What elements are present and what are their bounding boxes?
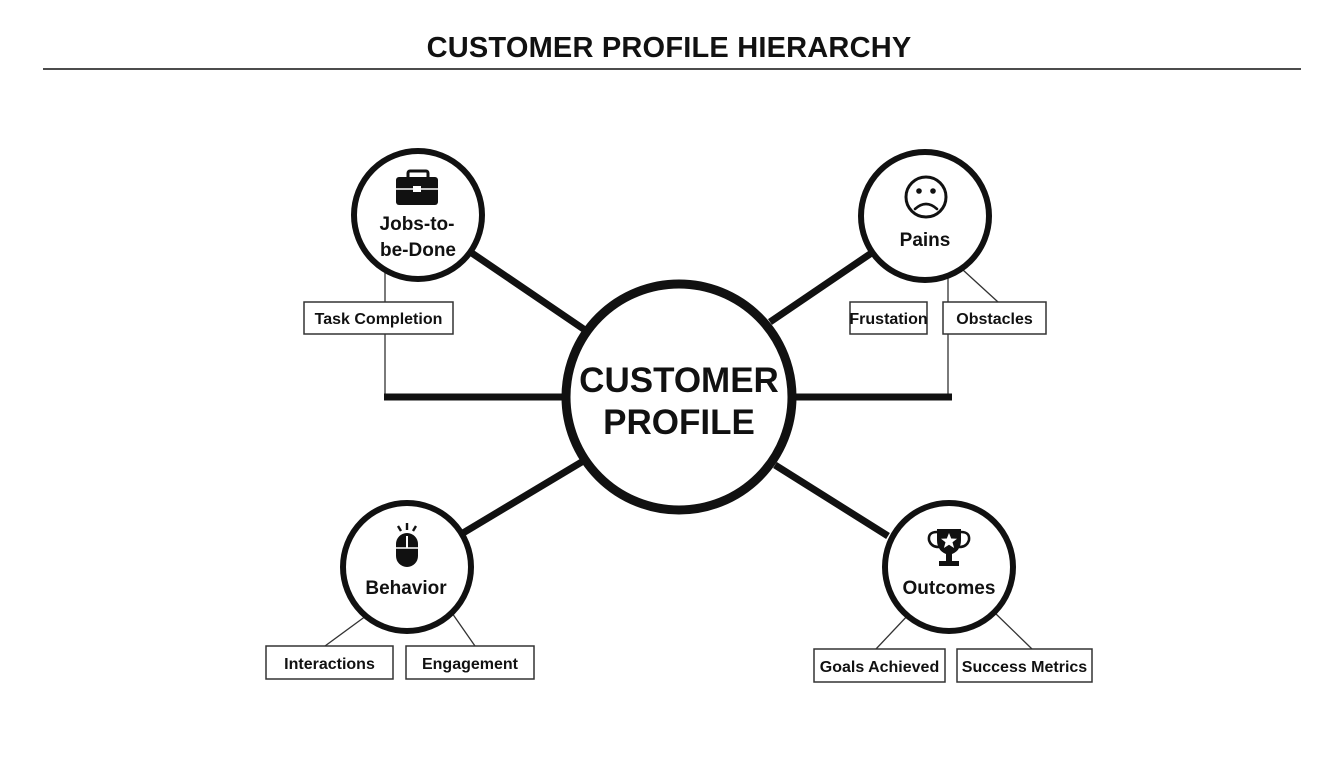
box-goals-achieved: Goals Achieved: [813, 648, 946, 683]
node-behavior: Behavior: [340, 500, 474, 634]
diagram-title: CUSTOMER PROFILE HIERARCHY: [427, 32, 912, 64]
pains-label: Pains: [900, 230, 951, 251]
thin-connectors: [324, 268, 1033, 650]
box-frustation: Frustation: [849, 301, 928, 335]
box-success-metrics-label: Success Metrics: [962, 659, 1088, 676]
outcomes-label: Outcomes: [903, 578, 996, 599]
center-label-line1: CUSTOMER: [579, 361, 779, 400]
box-interactions: Interactions: [265, 645, 394, 680]
box-goals-achieved-label: Goals Achieved: [820, 659, 939, 676]
center-label-line2: PROFILE: [603, 403, 755, 442]
briefcase-icon: [396, 169, 438, 205]
mouse-click-icon: [396, 523, 418, 567]
spoke-jobs: [458, 242, 587, 333]
behavior-label: Behavior: [365, 578, 447, 599]
node-jobs-to-be-done: Jobs-to- be-Done: [351, 148, 485, 282]
box-engagement: Engagement: [405, 645, 535, 680]
box-interactions-label: Interactions: [284, 656, 375, 673]
node-outcomes: Outcomes: [882, 500, 1016, 634]
spoke-outcomes: [773, 462, 890, 539]
jobs-label-line1: Jobs-to-: [380, 214, 455, 235]
center-node: CUSTOMER PROFILE: [561, 279, 797, 515]
box-frustation-label: Frustation: [849, 311, 927, 328]
sad-face-icon: [904, 175, 948, 219]
spoke-pains: [768, 249, 875, 325]
jobs-label-line2: be-Done: [380, 240, 456, 261]
box-task-completion: Task Completion: [303, 301, 454, 335]
main-spokes: [384, 242, 952, 540]
node-pains: Pains: [858, 149, 992, 283]
box-engagement-label: Engagement: [422, 656, 519, 673]
box-obstacles-label: Obstacles: [956, 311, 1033, 328]
spoke-behavior: [456, 456, 587, 540]
box-task-completion-label: Task Completion: [315, 311, 443, 328]
trophy-icon: [927, 529, 971, 566]
box-obstacles: Obstacles: [942, 301, 1047, 335]
box-success-metrics: Success Metrics: [956, 648, 1093, 683]
